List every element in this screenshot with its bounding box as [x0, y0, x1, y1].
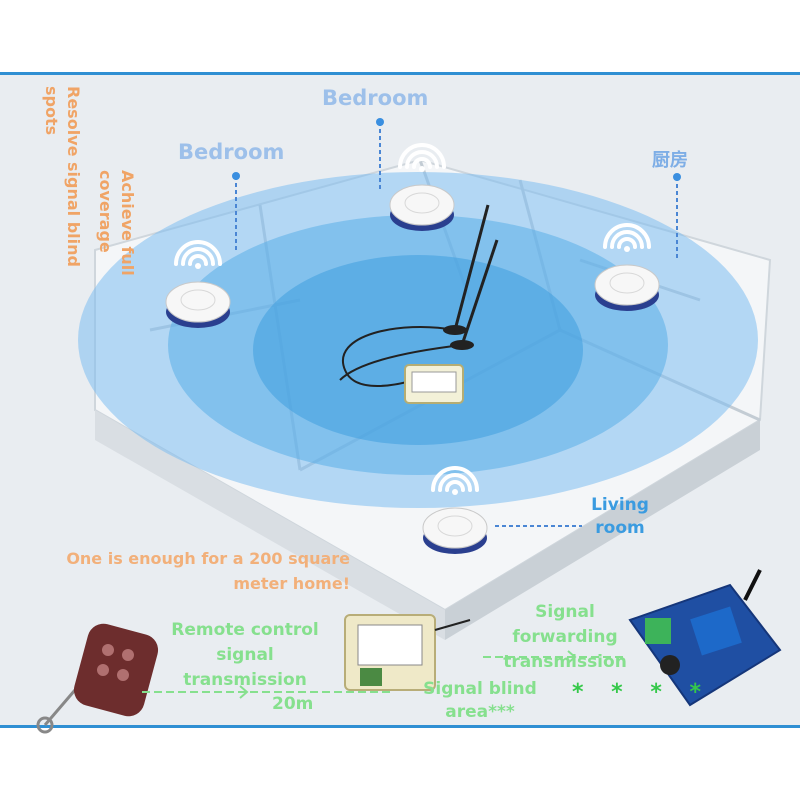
forwarding-text: Signal forwarding transmission	[503, 602, 627, 672]
wifi-icon	[431, 466, 479, 495]
wireless-sensors	[165, 143, 660, 554]
sensor-node	[594, 223, 660, 311]
transmission-lines	[142, 656, 627, 693]
transmission-arrows	[239, 650, 577, 699]
sensor-node	[165, 240, 231, 328]
room-label-bedroom-left: Bedroom	[178, 140, 285, 164]
signal-stars: * * * *	[572, 680, 711, 705]
callout-one-is-enough: One is enough for a 200 square meter hom…	[66, 549, 350, 593]
room-label-living: Living room	[591, 495, 649, 538]
wifi-icon	[174, 240, 222, 269]
central-repeater	[339, 204, 499, 404]
callout-resolve-blind-spots: Resolve signal blind spots	[42, 86, 83, 267]
pin-lines	[235, 122, 678, 527]
sensor-node	[389, 143, 455, 231]
receiver-module	[344, 614, 471, 691]
wifi-icon	[398, 143, 446, 172]
house-wall-left	[95, 410, 445, 640]
sensor-node	[422, 466, 488, 554]
pin-dots	[232, 118, 681, 181]
remote-control	[36, 623, 159, 734]
house-wall-right	[445, 420, 760, 640]
remote-signal-text: Remote control signal transmission	[171, 620, 319, 690]
blind-area-text: Signal blind area***	[423, 679, 537, 722]
room-label-bedroom-top: Bedroom	[322, 86, 429, 110]
coverage-inner-ring	[253, 255, 583, 445]
wifi-icon	[603, 223, 651, 252]
distance-text: 20m	[272, 694, 314, 714]
room-label-kitchen: 厨房	[652, 150, 688, 171]
callout-full-coverage: Achieve full coverage	[96, 170, 137, 276]
relay-board	[628, 569, 782, 707]
